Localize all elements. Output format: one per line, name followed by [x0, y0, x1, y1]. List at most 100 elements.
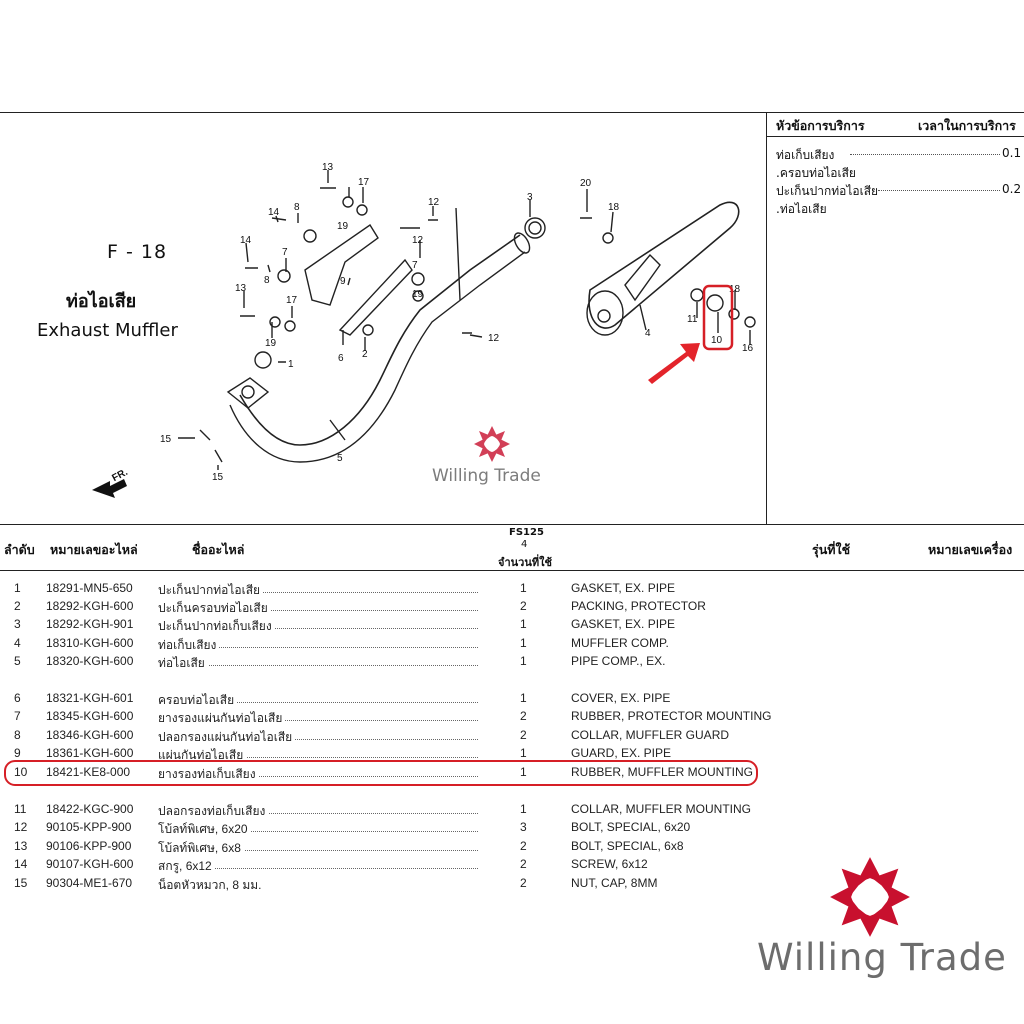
- row-no: 2: [14, 599, 21, 613]
- row-leader-dots: [158, 665, 478, 666]
- svg-text:17: 17: [286, 295, 298, 306]
- svg-text:12: 12: [412, 235, 424, 246]
- exploded-diagram: 13 17 8 14 19 7 14 8 13 17 19 1 9 6 2 12…: [92, 162, 756, 498]
- table-row: 14 90107-KGH-600 สกรู, 6x12 2 SCREW, 6x1…: [0, 857, 1024, 876]
- brand-watermark-text: Willing Trade: [757, 936, 1007, 979]
- model-name: FS125: [509, 527, 544, 538]
- row-part-name-thai: ปะเก็นปากท่อไอเสีย: [158, 581, 264, 600]
- svg-text:16: 16: [742, 343, 754, 354]
- row-no: 15: [14, 876, 28, 890]
- figure-title-thai: ท่อไอเสีย: [66, 291, 137, 312]
- row-qty: 1: [520, 617, 527, 631]
- header-qty: จำนวนที่ใช้: [498, 556, 552, 569]
- service-row: ท่อเก็บเสียง 0.1: [776, 146, 1021, 165]
- svg-text:14: 14: [240, 235, 252, 246]
- row-qty: 2: [520, 599, 527, 613]
- row-part-number: 90304-ME1-670: [46, 876, 133, 890]
- header-model-used: รุ่นที่ใช้: [812, 542, 851, 557]
- row-part-number: 18291-MN5-650: [46, 581, 133, 595]
- row-leader-dots: [158, 850, 478, 851]
- row-part-name-thai: น็อตหัวหมวก, 8 มม.: [158, 878, 262, 892]
- svg-text:8: 8: [294, 202, 300, 213]
- header-engine-no: หมายเลขเครื่อง: [928, 542, 1013, 557]
- row-part-name-english: COLLAR, MUFFLER MOUNTING: [571, 802, 752, 816]
- row-part-name-thai: ปะเก็นครอบท่อไอเสีย: [158, 599, 271, 618]
- muffler-end: [586, 290, 624, 336]
- row-no: 4: [14, 636, 21, 650]
- guard-plate-2: [338, 258, 413, 336]
- gasket-3: [524, 217, 546, 239]
- row-qty: 2: [520, 709, 527, 723]
- row-part-number: 18345-KGH-600: [46, 709, 134, 723]
- row-part-name-thai: ปลอกรองท่อเก็บเสียง: [158, 802, 269, 821]
- flange: [226, 377, 270, 409]
- row-no: 7: [14, 709, 21, 723]
- row-part-name-thai: ครอบท่อไอเสีย: [158, 691, 238, 710]
- row-part-number: 18310-KGH-600: [46, 636, 134, 650]
- row-qty: 1: [520, 654, 527, 668]
- svg-text:7: 7: [282, 247, 288, 258]
- svg-text:10: 10: [711, 335, 723, 346]
- svg-text:19: 19: [337, 221, 349, 232]
- row-part-name-thai: ปะเก็นปากท่อเก็บเสียง: [158, 617, 275, 636]
- model-qty-note: 4: [521, 539, 528, 550]
- row-leader-dots: [158, 720, 478, 721]
- svg-text:12: 12: [428, 197, 440, 208]
- row-part-name-english: RUBBER, MUFFLER MOUNTING: [571, 765, 754, 779]
- row-no: 11: [14, 802, 27, 816]
- part-10-highlight-box: [702, 284, 734, 351]
- svg-text:18: 18: [608, 202, 620, 213]
- service-row-label: ปะเก็นปากท่อไอเสีย: [776, 184, 879, 198]
- row-part-name-english: RUBBER, PROTECTOR MOUNTING: [571, 709, 772, 723]
- row-part-name-english: BOLT, SPECIAL, 6x8: [571, 839, 684, 853]
- row-leader-dots: [158, 610, 478, 611]
- red-arrow-icon: [648, 343, 700, 384]
- svg-text:2: 2: [362, 349, 368, 360]
- row-leader-dots: [158, 868, 478, 869]
- row-qty: 1: [520, 691, 527, 705]
- row-qty: 1: [520, 802, 527, 816]
- row-qty: 1: [520, 765, 527, 779]
- svg-text:8: 8: [264, 275, 270, 286]
- table-row: 6 18321-KGH-601 ครอบท่อไอเสีย 1 COVER, E…: [0, 691, 1024, 710]
- row-qty: 2: [520, 839, 527, 853]
- row-part-name-english: NUT, CAP, 8MM: [571, 876, 658, 890]
- svg-text:4: 4: [645, 328, 651, 339]
- svg-text:13: 13: [235, 283, 247, 294]
- table-row: 4 18310-KGH-600 ท่อเก็บเสียง 1 MUFFLER C…: [0, 636, 1024, 655]
- row-leader-dots: [158, 776, 478, 777]
- row-part-number: 18346-KGH-600: [46, 728, 134, 742]
- front-direction-icon: [92, 479, 127, 498]
- row-part-number: 18421-KE8-000: [46, 765, 131, 779]
- service-leader-dots: [878, 190, 1000, 191]
- row-qty: 1: [520, 636, 527, 650]
- service-row: .ครอบท่อไอเสีย: [776, 164, 856, 183]
- row-part-name-english: COLLAR, MUFFLER GUARD: [571, 728, 730, 742]
- service-header-rule: [766, 136, 1024, 137]
- row-leader-dots: [158, 628, 478, 629]
- row-leader-dots: [158, 831, 478, 832]
- row-part-name-english: GASKET, EX. PIPE: [571, 581, 676, 595]
- service-leader-dots: [850, 154, 1000, 155]
- header-no: ลำดับ: [4, 542, 35, 557]
- row-leader-dots: [158, 739, 478, 740]
- exhaust-pipe-outline: [239, 234, 521, 446]
- muffler-body: [588, 201, 740, 329]
- table-row: 8 18346-KGH-600 ปลอกรองแผ่นกันท่อไอเสีย …: [0, 728, 1024, 747]
- row-no: 9: [14, 746, 21, 760]
- table-row: 12 90105-KPP-900 โบ้ลท์พิเศษ, 6x20 3 BOL…: [0, 820, 1024, 839]
- table-row: 5 18320-KGH-600 ท่อไอเสีย 1 PIPE COMP., …: [0, 654, 1024, 673]
- svg-text:14: 14: [268, 207, 280, 218]
- row-part-name-english: COVER, EX. PIPE: [571, 691, 671, 705]
- table-row-highlighted: 10 18421-KE8-000 ยางรองท่อเก็บเสียง 1 RU…: [0, 765, 1024, 784]
- header-part-name: ชื่ออะไหล่: [192, 542, 245, 557]
- svg-text:15: 15: [212, 472, 224, 483]
- row-part-number: 18292-KGH-901: [46, 617, 134, 631]
- row-part-number: 90105-KPP-900: [46, 820, 132, 834]
- row-part-name-thai: ปลอกรองแผ่นกันท่อไอเสีย: [158, 728, 296, 747]
- svg-text:12: 12: [488, 333, 500, 344]
- service-row-value: 0.1: [1002, 146, 1022, 160]
- row-part-number: 18361-KGH-600: [46, 746, 134, 760]
- table-row: 2 18292-KGH-600 ปะเก็นครอบท่อไอเสีย 2 PA…: [0, 599, 1024, 618]
- table-row: 7 18345-KGH-600 ยางรองแผ่นกันท่อไอเสีย 2…: [0, 709, 1024, 728]
